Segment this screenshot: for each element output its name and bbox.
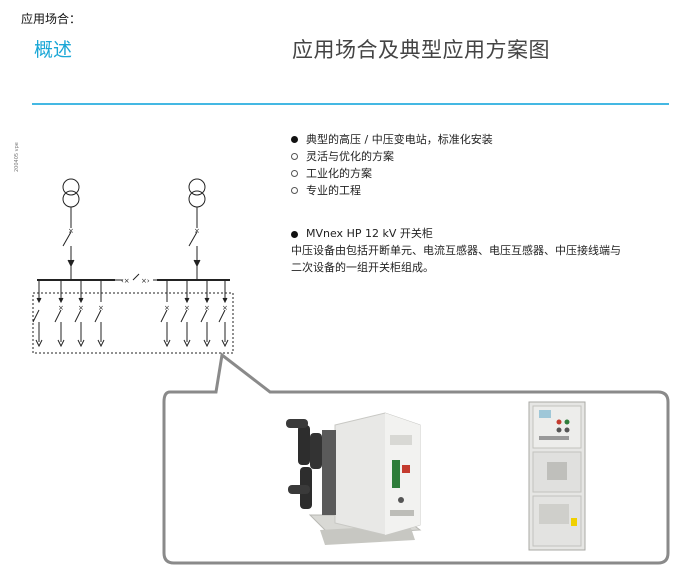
hollow-bullet-icon [291, 187, 298, 194]
svg-text:×: × [222, 304, 228, 312]
product-description: 中压设备由包括开断单元、电流互感器、电压互感器、中压接线端与二次设备的一组开关柜… [291, 244, 621, 274]
svg-text:×: × [184, 304, 190, 312]
svg-text:×: × [98, 304, 104, 312]
hollow-bullet-icon [291, 153, 298, 160]
svg-text:×: × [68, 227, 74, 235]
svg-text:×: × [78, 304, 84, 312]
svg-text:×: × [204, 304, 210, 312]
svg-text:×: × [164, 304, 170, 312]
svg-text:‹×: ‹× [121, 277, 130, 285]
feature-text: 灵活与优化的方案 [306, 150, 394, 163]
svg-text:×: × [194, 227, 200, 235]
feature-list: 典型的高压 / 中压变电站，标准化安装 灵活与优化的方案 工业化的方案 专业的工… [291, 131, 493, 199]
filled-bullet-icon [291, 230, 298, 238]
svg-text:×›: ×› [141, 277, 150, 285]
header-divider [32, 103, 669, 105]
feature-item: 典型的高压 / 中压变电站，标准化安装 [291, 131, 493, 148]
page-title: 应用场合及典型应用方案图 [292, 38, 550, 62]
single-line-diagram: × × ‹× ×› × × [32, 178, 234, 354]
svg-text:×: × [58, 304, 64, 312]
filled-bullet-icon [291, 136, 298, 143]
product-block: MVnex HP 12 kV 开关柜 中压设备由包括开断单元、电流互感器、电压互… [291, 226, 671, 276]
switchgear-cabinet-photo [528, 401, 586, 551]
section-title: 概述 [34, 39, 73, 61]
feature-text: 专业的工程 [306, 184, 361, 197]
diagram-reference-code: 200405 vpe [14, 142, 20, 172]
feature-item: 灵活与优化的方案 [291, 148, 493, 165]
top-label: 应用场合： [21, 12, 82, 26]
feature-item: 专业的工程 [291, 182, 493, 199]
feature-item: 工业化的方案 [291, 165, 493, 182]
hollow-bullet-icon [291, 170, 298, 177]
product-name-line: MVnex HP 12 kV 开关柜 [291, 226, 671, 242]
breaker-photo [286, 412, 422, 545]
feeder-group-left: × × × [32, 280, 105, 348]
product-name: MVnex HP 12 kV 开关柜 [306, 227, 433, 240]
feature-text: 工业化的方案 [306, 167, 372, 180]
feeder-group-right: × × × × [160, 280, 229, 348]
transformer-icon [188, 178, 206, 208]
transformer-icon [62, 178, 80, 208]
feature-text: 典型的高压 / 中压变电站，标准化安装 [306, 133, 493, 146]
